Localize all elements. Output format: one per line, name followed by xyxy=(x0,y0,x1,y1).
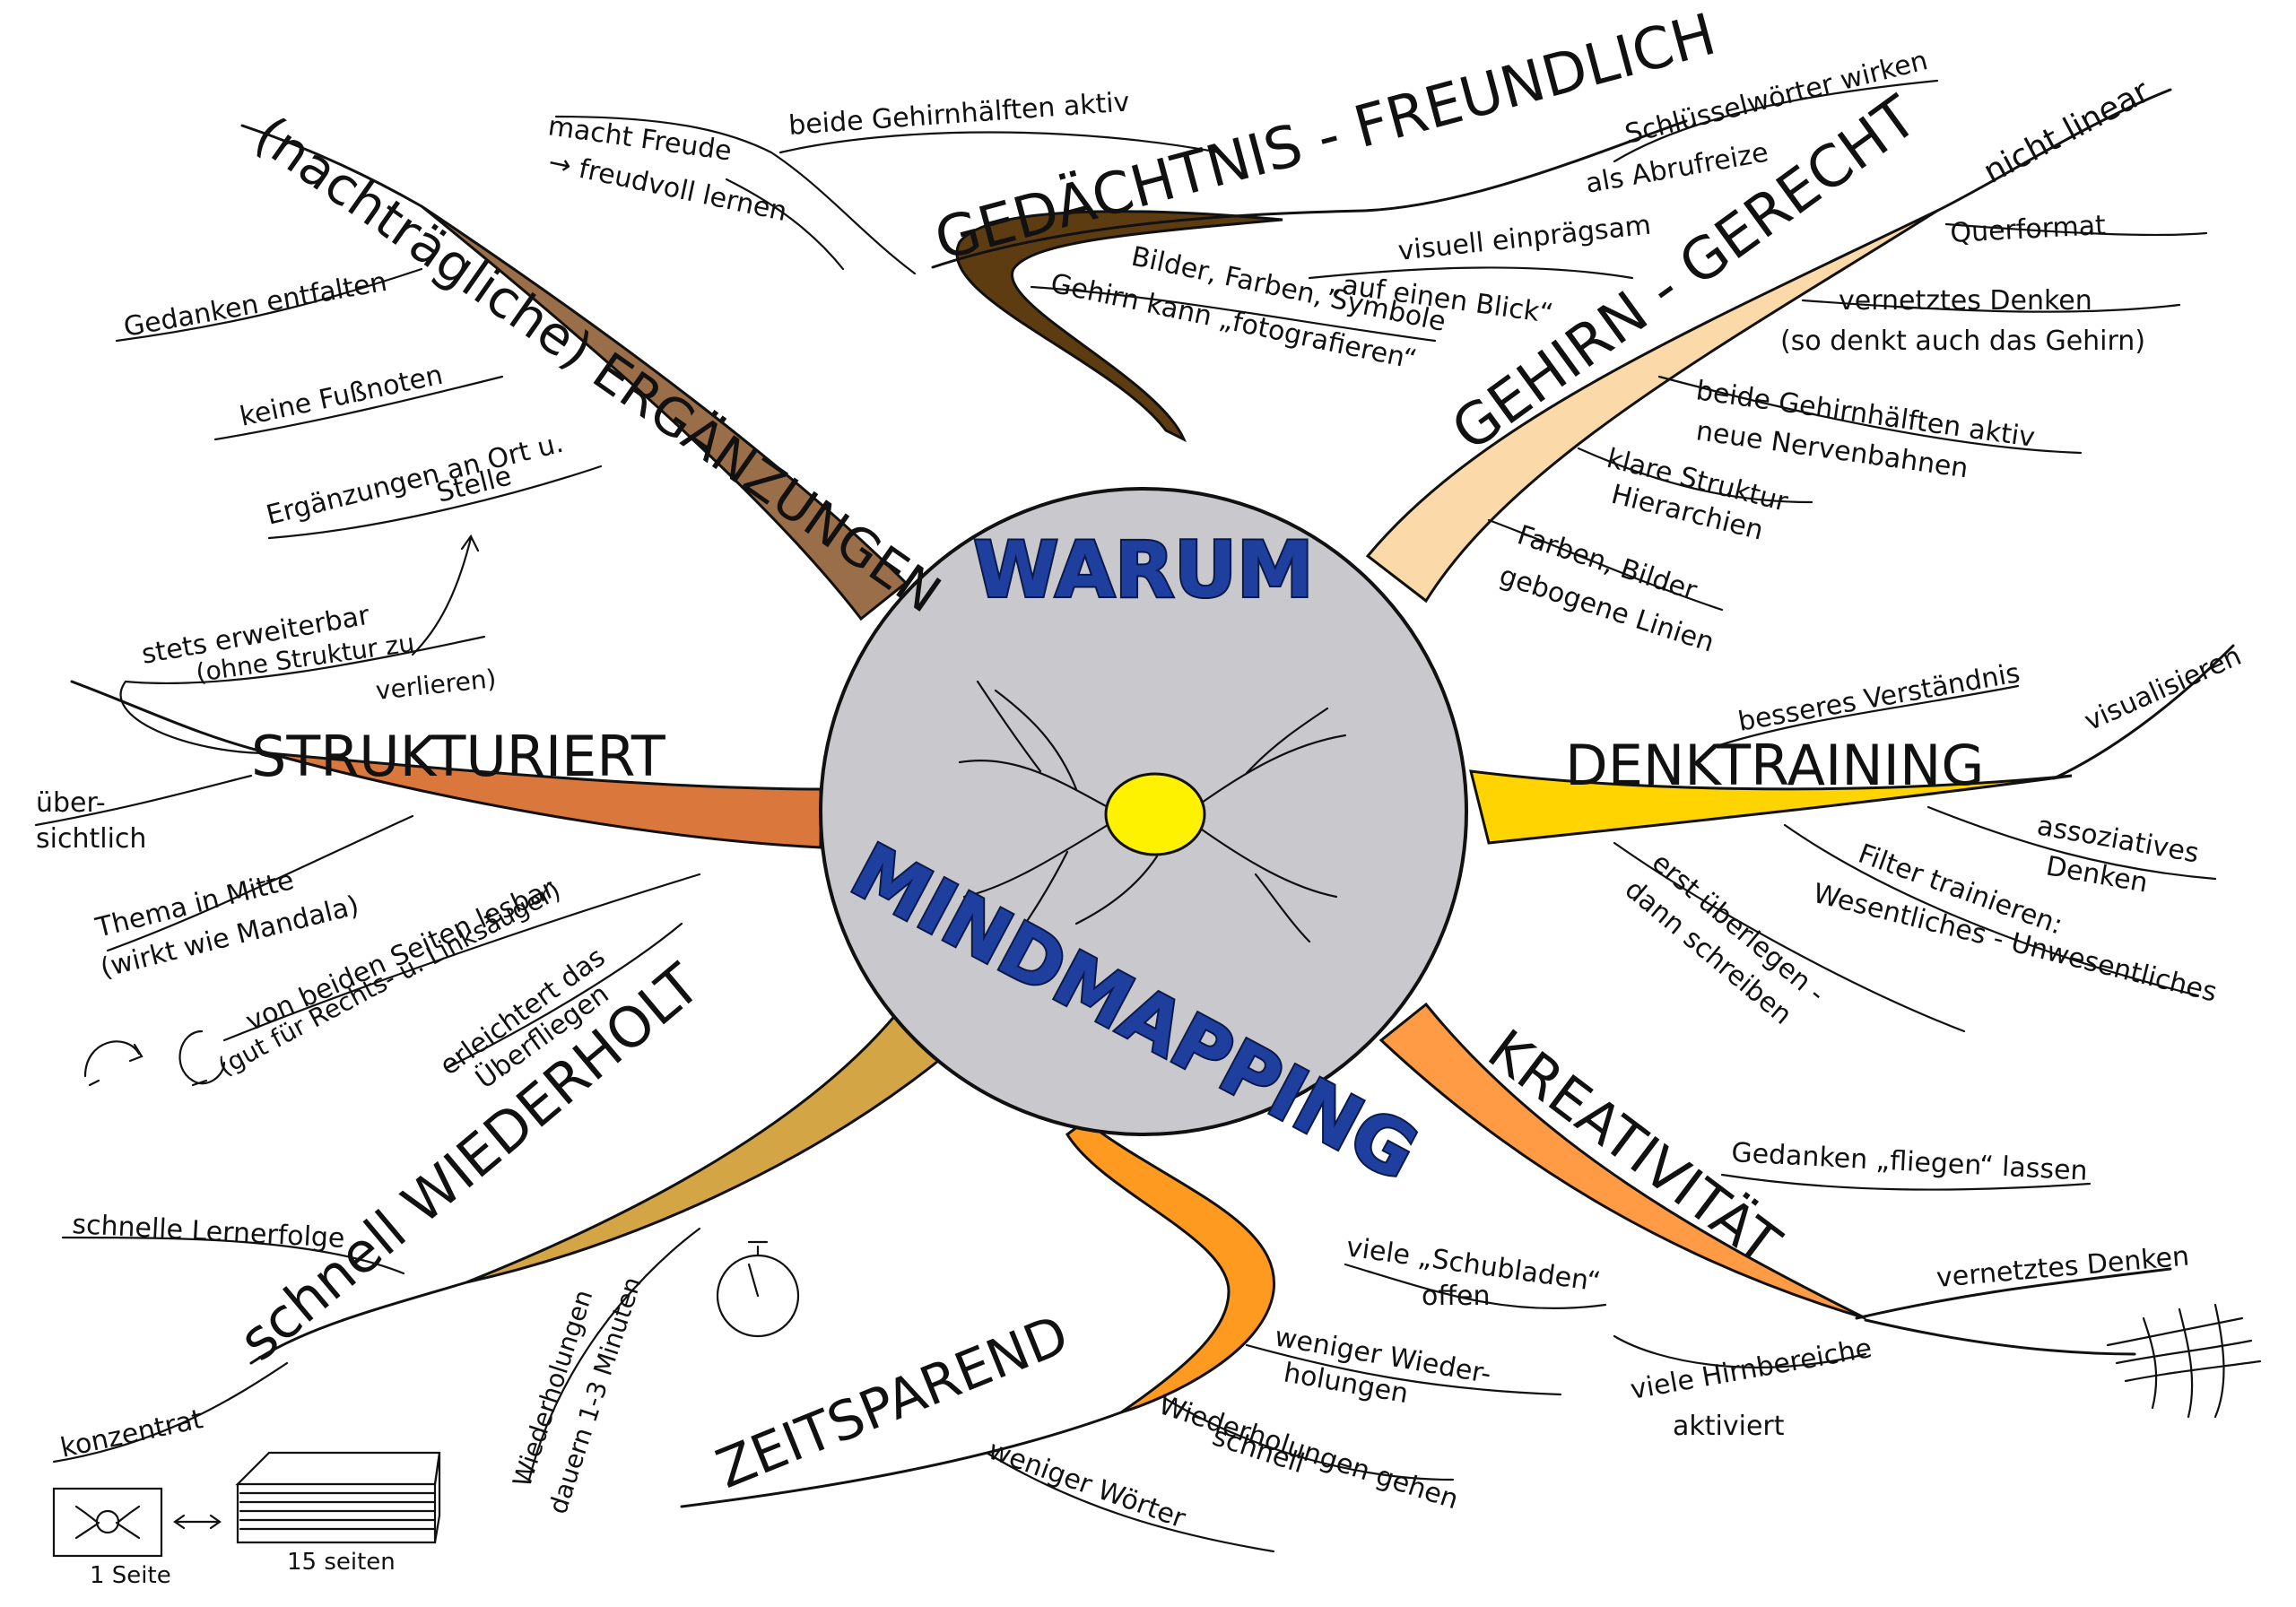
eg-item-3: Gedanken entfalten xyxy=(121,266,389,343)
gh-item-2: Querformat xyxy=(1950,210,2107,249)
st-item-4: über- xyxy=(36,787,106,819)
kr-item-2: vernetztes Denken xyxy=(1935,1240,2191,1294)
branch-label-denktraining: DENKTRAINING xyxy=(1565,733,1984,798)
one-page-icon xyxy=(52,1487,222,1558)
network-grid-icon xyxy=(2106,1303,2262,1419)
branch-denktraining-ribbon xyxy=(1469,769,2073,845)
eg-item-2: → freudvoll lernen xyxy=(545,147,789,229)
nucleus xyxy=(1104,772,1206,856)
st-item-5: sichtlich xyxy=(36,823,146,855)
wh-item-5: 1 Seite xyxy=(90,1562,171,1589)
eg-item-4: keine Fußnoten xyxy=(237,360,445,433)
zs-item-5: weniger Wörter xyxy=(984,1435,1190,1535)
branch-kreativitaet-ribbon xyxy=(1378,1002,1866,1320)
dt-item-2: visualisieren xyxy=(2080,640,2246,737)
sub-branch-lines xyxy=(34,79,2217,1553)
neuron-lines xyxy=(958,680,1347,943)
gd-item-4: visuell einprägsam xyxy=(1396,210,1652,267)
wh-item-6: 15 seiten xyxy=(287,1549,396,1576)
branch-zeitsparend-ribbon xyxy=(1065,1119,1275,1414)
gh-item-4: (so denkt auch das Gehirn) xyxy=(1780,326,2145,357)
gh-item-3: vernetztes Denken xyxy=(1839,285,2092,317)
page-stack-icon xyxy=(235,1451,441,1544)
stopwatch-icon xyxy=(716,1240,800,1338)
kr-item-6: aktiviert xyxy=(1673,1411,1785,1442)
kr-item-1: Gedanken „fliegen“ lassen xyxy=(1731,1137,2089,1187)
kr-item-4: offen xyxy=(1422,1281,1491,1312)
wh-item-1: schnelle Lernerfolge xyxy=(72,1209,346,1255)
branch-label-strukturiert: STRUKTURIERT xyxy=(251,724,666,789)
zs-item-3: Wiederholungen gehen xyxy=(1155,1389,1463,1516)
rotate-arrows-icon xyxy=(83,1029,226,1087)
center-title-top: WARUM xyxy=(973,526,1313,615)
gh-item-1: nicht linear xyxy=(1978,73,2156,191)
kr-item-5: viele Hirnbereiche xyxy=(1628,1333,1874,1406)
wh-item-4: konzentrat xyxy=(57,1403,205,1464)
dt-item-1: besseres Verständnis xyxy=(1735,657,2022,738)
branch-gedaechtnis-ribbon xyxy=(955,210,1283,443)
st-item-3: verlieren) xyxy=(374,664,498,706)
